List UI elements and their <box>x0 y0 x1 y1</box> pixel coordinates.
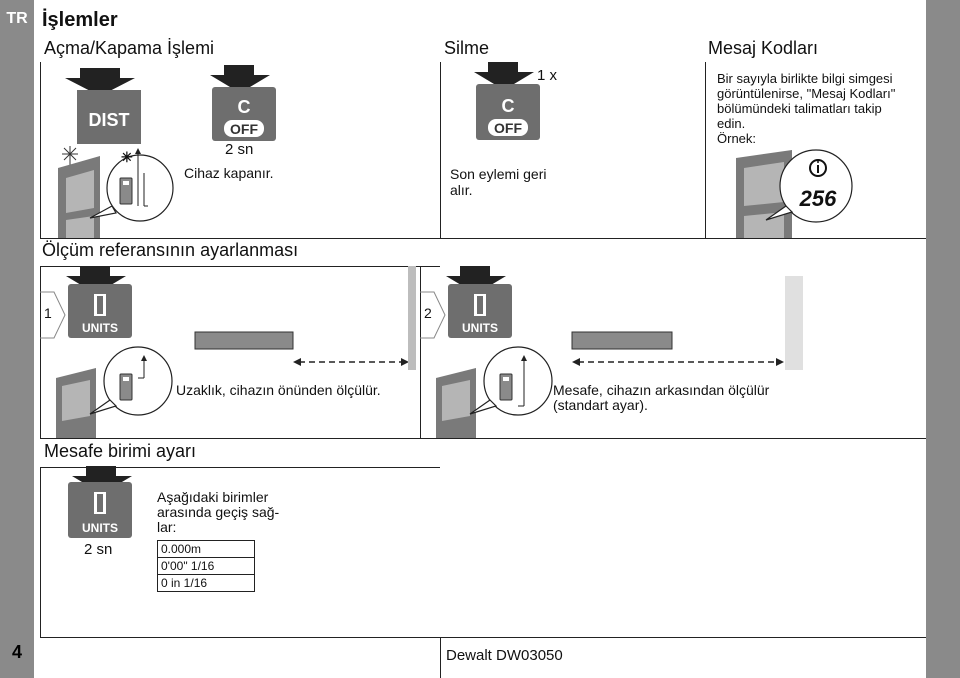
step2-number: 2 <box>424 305 432 321</box>
step1-marker <box>40 291 66 339</box>
section-divider <box>40 438 926 439</box>
reference-caption1: Uzaklık, cihazın önünden ölçülür. <box>176 382 381 398</box>
divider <box>440 637 441 678</box>
units-hold-key-illustration: UNITS <box>68 466 132 538</box>
left-sidebar <box>0 0 34 678</box>
divider <box>705 62 706 238</box>
onoff-heading: Açma/Kapama İşlemi <box>44 38 215 58</box>
clear-c-key-label: C <box>502 96 515 116</box>
units-text-line: lar: <box>157 519 177 535</box>
onoff-caption: Cihaz kapanır. <box>184 165 274 181</box>
footer-model: Dewalt DW03050 <box>446 647 563 664</box>
rear-reference-diagram <box>571 276 803 370</box>
units-key-illustration-1: UNITS <box>56 266 173 438</box>
clear-off-key-label: OFF <box>494 120 522 136</box>
c-key-label: C <box>238 97 251 117</box>
step2-marker <box>420 291 446 339</box>
message-code-illustration: 256 <box>736 149 853 238</box>
units-hold-key-label: UNITS <box>82 521 118 535</box>
units-hold-duration: 2 sn <box>84 541 113 558</box>
section-divider <box>40 238 926 239</box>
messages-text-line: Bir sayıyla birlikte bilgi simgesi <box>717 71 893 86</box>
language-tag: TR <box>6 10 28 27</box>
divider <box>40 62 41 238</box>
svg-text:✳: ✳ <box>121 149 133 165</box>
onoff-hold-duration: 2 sn <box>225 141 254 158</box>
messages-heading: Mesaj Kodları <box>708 38 819 58</box>
info-icon <box>809 159 827 177</box>
unit-option: 0 in 1/16 <box>157 574 255 592</box>
reference-heading: Ölçüm referansının ayarlanması <box>42 240 299 260</box>
page-title: İşlemler <box>42 9 118 31</box>
message-code-value: 256 <box>799 186 837 211</box>
section-divider <box>40 637 926 638</box>
divider <box>420 266 421 438</box>
units-options-table: 0.000m 0'00" 1/16 0 in 1/16 <box>157 540 255 592</box>
c-off-key-illustration: C OFF <box>210 65 276 141</box>
page-number: 4 <box>11 642 22 662</box>
messages-text-line: edin. <box>717 116 746 131</box>
front-reference-diagram <box>194 266 416 370</box>
clear-caption-line1: Son eylemi geri <box>450 166 547 182</box>
units-key-illustration-2: UNITS <box>436 266 553 438</box>
clear-press-count: 1 x <box>537 67 558 84</box>
units-key-label: UNITS <box>462 321 498 335</box>
unit-option: 0.000m <box>157 540 255 558</box>
messages-text-line: bölümündeki talimatları takip <box>717 101 882 116</box>
reference-caption2-line1: Mesafe, cihazın arkasından ölçülür <box>553 382 770 398</box>
divider <box>40 266 41 438</box>
step1-number: 1 <box>44 305 52 321</box>
divider <box>440 62 441 238</box>
messages-text-line: görüntülenirse, "Mesaj Kodları" <box>717 86 896 101</box>
clear-heading: Silme <box>444 38 490 58</box>
divider <box>40 467 41 637</box>
table-row: 0.000m <box>157 540 255 558</box>
units-key-label: UNITS <box>82 321 118 335</box>
units-text-line: Aşağıdaki birimler <box>157 489 269 505</box>
dist-key-label: DIST <box>88 110 129 130</box>
table-row: 0 in 1/16 <box>157 574 255 592</box>
clear-caption-line2: alır. <box>450 182 473 198</box>
table-row: 0'00" 1/16 <box>157 557 255 575</box>
right-sidebar <box>926 0 960 678</box>
section-divider <box>40 467 440 468</box>
clear-key-illustration: C OFF <box>474 62 540 140</box>
unit-option: 0'00" 1/16 <box>157 557 255 575</box>
messages-text-line: Örnek: <box>717 131 757 146</box>
section-divider <box>40 266 440 267</box>
units-text-line: arasında geçiş sağ- <box>157 504 280 520</box>
reference-caption2-line2: (standart ayar). <box>553 397 648 413</box>
dist-key-illustration: DIST ✳ <box>58 68 174 238</box>
off-key-label: OFF <box>230 121 258 137</box>
units-heading: Mesafe birimi ayarı <box>44 441 197 461</box>
